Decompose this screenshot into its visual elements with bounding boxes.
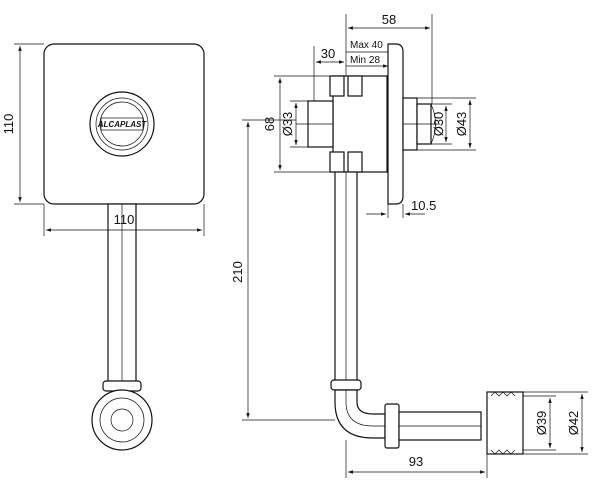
flush-button: [99, 101, 145, 147]
dia-30-label: Ø30: [431, 112, 446, 137]
min-label: Min 28: [350, 55, 380, 66]
elbow-outlet-front: [91, 389, 153, 451]
pipe-length-label: 210: [230, 261, 245, 283]
elbow-bend: [334, 389, 386, 439]
pipe-collar-side: [330, 379, 362, 391]
front-view: ALCAPLAST 110 110: [1, 43, 205, 451]
cover-plate-side: [387, 43, 404, 205]
flush-button-inner-ring: [95, 97, 149, 151]
dia-39-label: Ø39: [534, 411, 549, 436]
overall-depth-label: 58: [382, 12, 396, 27]
offset-label: 10.5: [411, 198, 436, 213]
flush-button-outer-ring: [89, 91, 155, 157]
dia-42-label: Ø42: [566, 411, 581, 436]
outlet-collar: [384, 403, 400, 449]
body-height-label: 68: [262, 117, 277, 131]
max-label: Max 40: [350, 40, 383, 51]
front-height-label: 110: [1, 114, 16, 135]
dia-43-label: Ø43: [454, 112, 469, 137]
front-width-label: 110: [114, 212, 135, 227]
flange-label: 30: [321, 46, 335, 61]
side-view: 58 30 Max 40 Min 28 68 Ø33 Ø30 Ø43: [230, 12, 588, 478]
brand-logo-frame: [100, 117, 144, 131]
brand-logo: ALCAPLAST: [97, 120, 148, 129]
outlet-length-label: 93: [409, 454, 423, 469]
dia-33-label: Ø33: [280, 112, 295, 137]
threaded-connector: [486, 391, 524, 455]
